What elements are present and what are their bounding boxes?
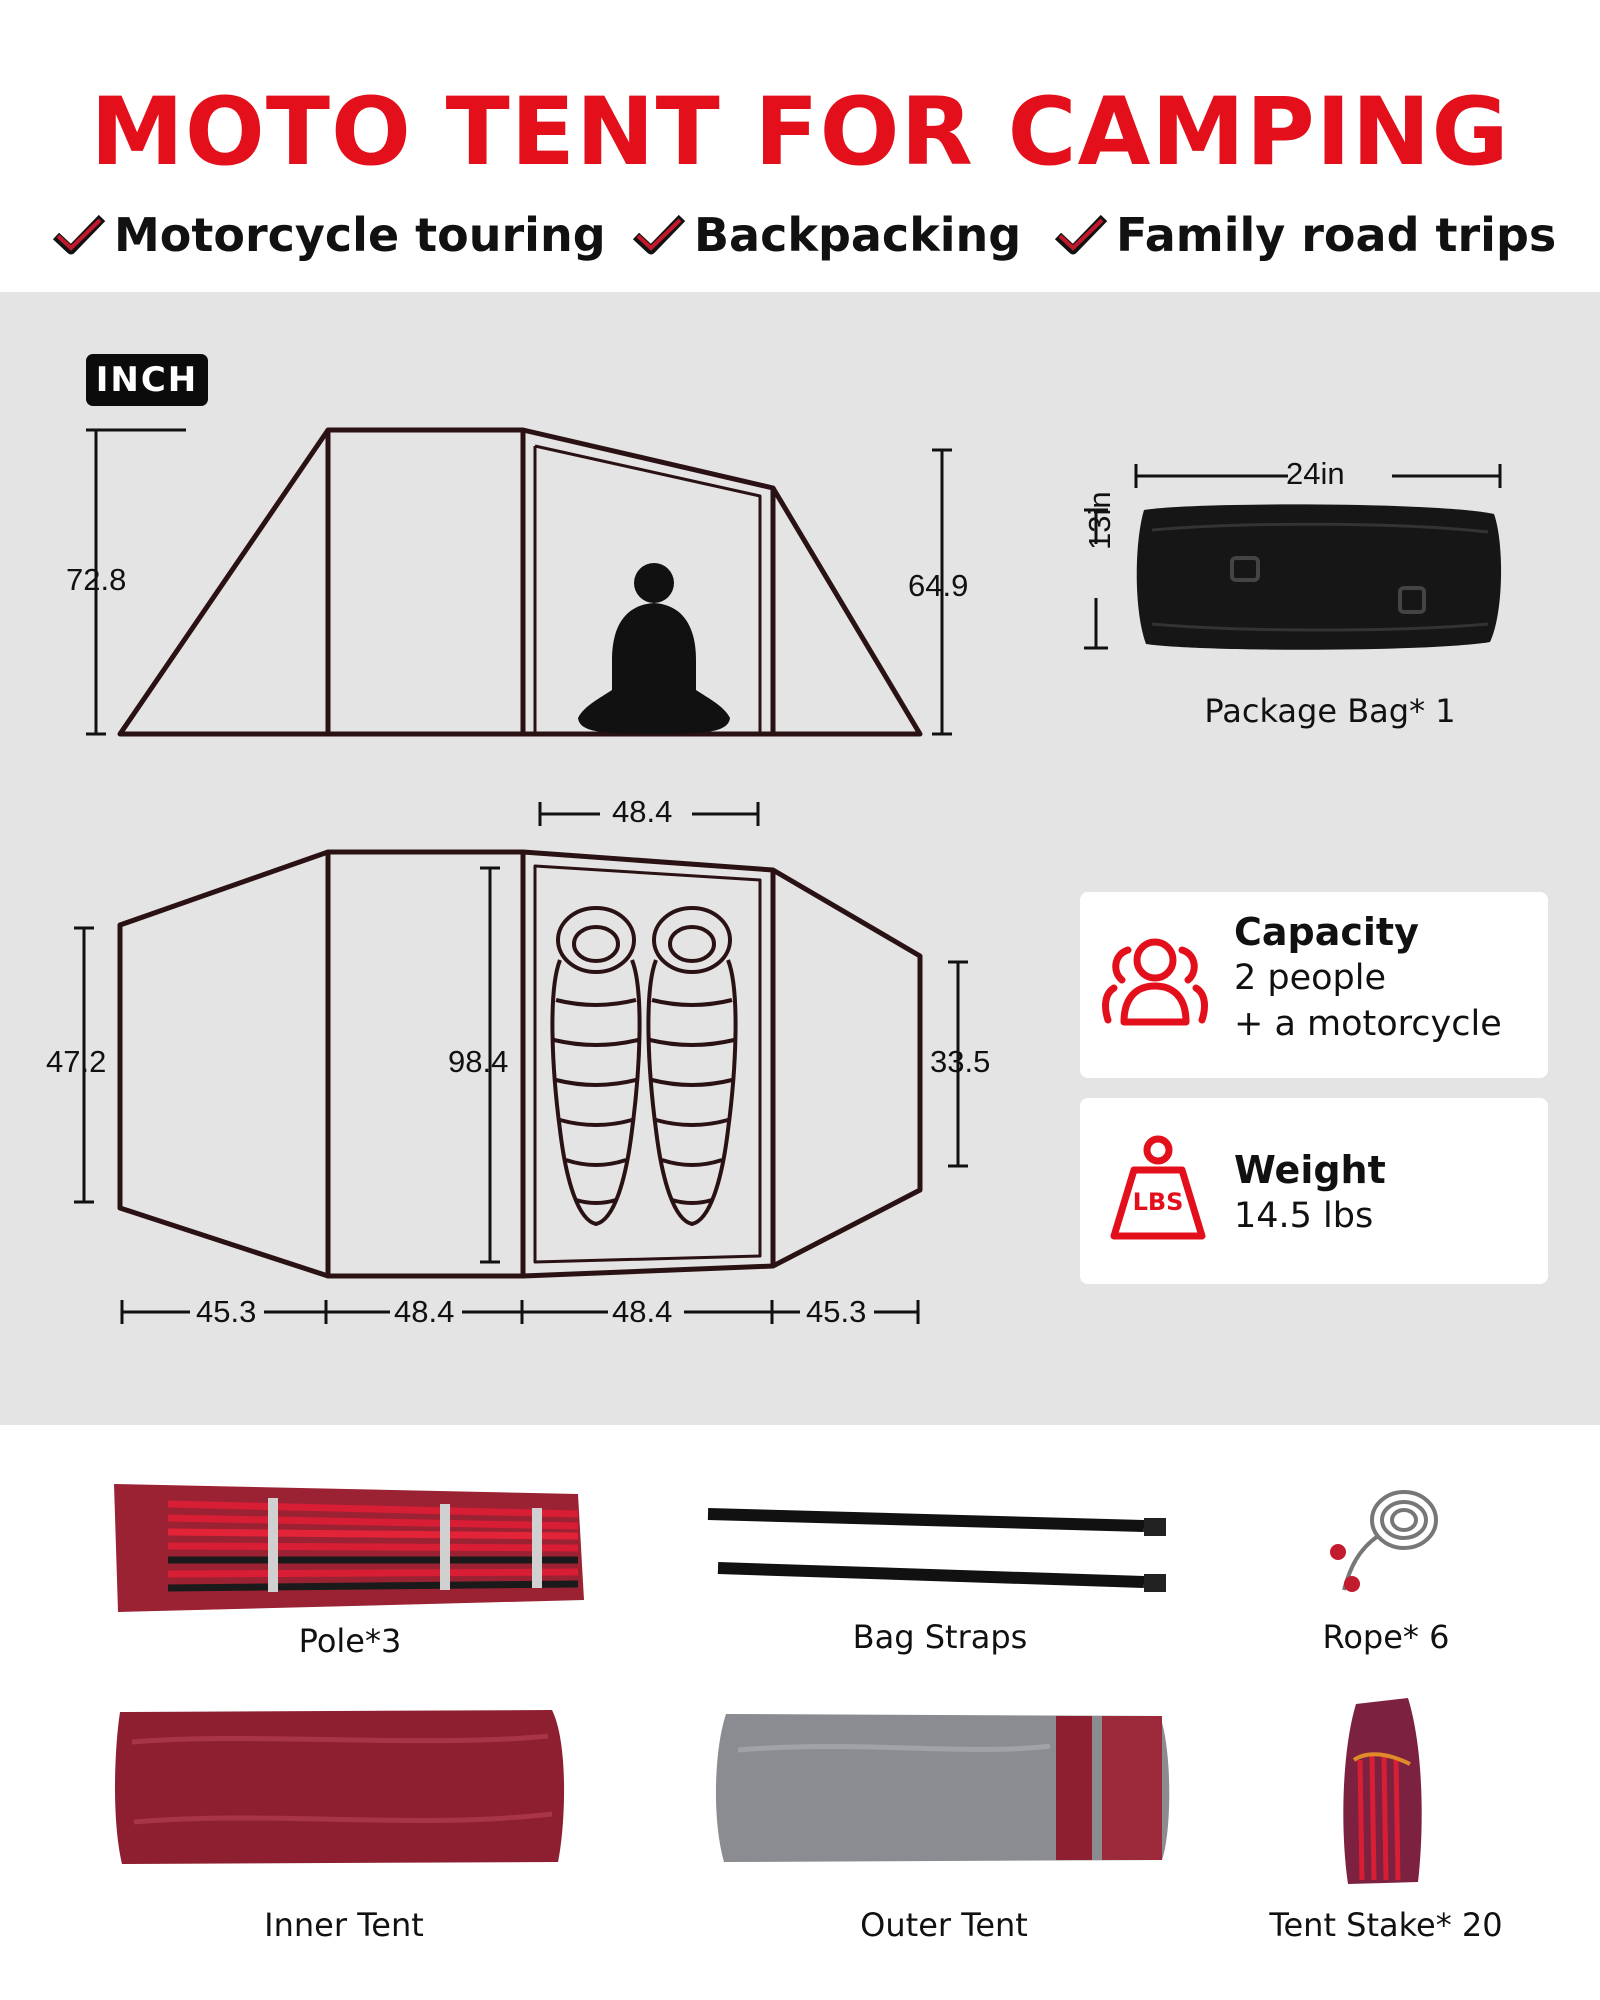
feature-item: Family road trips xyxy=(1054,208,1556,262)
content-label: Inner Tent xyxy=(264,1906,424,1944)
tent-stakes-image xyxy=(1343,1698,1422,1884)
dim-label-inner-width: 48.4 xyxy=(612,794,673,829)
weight-value: 14.5 lbs xyxy=(1234,1196,1374,1236)
sleeping-bag-icon xyxy=(646,906,738,1227)
weight-icon-text: LBS xyxy=(1132,1188,1184,1216)
feature-label: Motorcycle touring xyxy=(114,208,606,262)
dim-line xyxy=(948,960,968,1168)
dim-label-segment: 45.3 xyxy=(806,1294,867,1329)
dim-line xyxy=(120,1300,920,1324)
dim-line xyxy=(86,428,186,736)
dim-label-width-rear: 33.5 xyxy=(930,1044,991,1079)
dim-label-height-rear: 64.9 xyxy=(908,568,969,603)
package-bag-height: 13in xyxy=(1082,491,1117,550)
inner-tent-image xyxy=(115,1710,565,1864)
package-bag-width: 24in xyxy=(1286,456,1345,491)
person-icon xyxy=(578,563,730,734)
capacity-line1: 2 people xyxy=(1234,958,1387,998)
package-bag-label: Package Bag* 1 xyxy=(1204,692,1456,730)
dim-line xyxy=(932,448,952,736)
poles-image xyxy=(114,1484,584,1612)
weight-card xyxy=(1080,1098,1548,1284)
capacity-line2: + a motorcycle xyxy=(1234,1004,1502,1044)
feature-item: Backpacking xyxy=(632,208,1021,262)
outer-tent-image xyxy=(715,1714,1170,1862)
tent-diagram xyxy=(74,427,968,1324)
dim-line xyxy=(538,802,760,826)
sleeping-bag-icon xyxy=(550,906,642,1227)
dim-label-height-front: 72.8 xyxy=(66,562,127,597)
bag-straps-image xyxy=(707,1508,1166,1592)
dim-line xyxy=(480,866,500,1264)
top-view-outline xyxy=(117,849,923,1279)
content-label: Rope* 6 xyxy=(1322,1618,1450,1656)
check-icon xyxy=(632,214,686,255)
dim-label-segment: 48.4 xyxy=(394,1294,455,1329)
feature-label: Backpacking xyxy=(694,208,1022,262)
check-icon xyxy=(52,214,106,255)
dim-label-length-inner: 98.4 xyxy=(448,1044,509,1079)
dim-label-width-front: 47.2 xyxy=(46,1044,107,1079)
rope-image xyxy=(1330,1490,1438,1592)
package-bag-image xyxy=(1084,464,1502,650)
content-label: Tent Stake* 20 xyxy=(1269,1906,1503,1944)
content-label: Pole*3 xyxy=(298,1622,402,1660)
weight-title: Weight xyxy=(1234,1148,1386,1192)
content-label: Bag Straps xyxy=(852,1618,1028,1656)
dim-label-segment: 48.4 xyxy=(612,1294,673,1329)
weight-icon: LBS xyxy=(1108,1132,1208,1244)
people-icon xyxy=(1102,938,1208,1026)
side-view-outline xyxy=(117,427,923,737)
capacity-title: Capacity xyxy=(1234,910,1419,954)
feature-label: Family road trips xyxy=(1116,208,1557,262)
content-label: Outer Tent xyxy=(860,1906,1028,1944)
dim-line xyxy=(74,926,94,1204)
unit-badge: INCH xyxy=(86,354,208,406)
dim-label-segment: 45.3 xyxy=(196,1294,257,1329)
page-title: MOTO TENT FOR CAMPING xyxy=(90,78,1510,187)
feature-item: Motorcycle touring xyxy=(52,208,606,262)
check-icon xyxy=(1054,214,1108,255)
